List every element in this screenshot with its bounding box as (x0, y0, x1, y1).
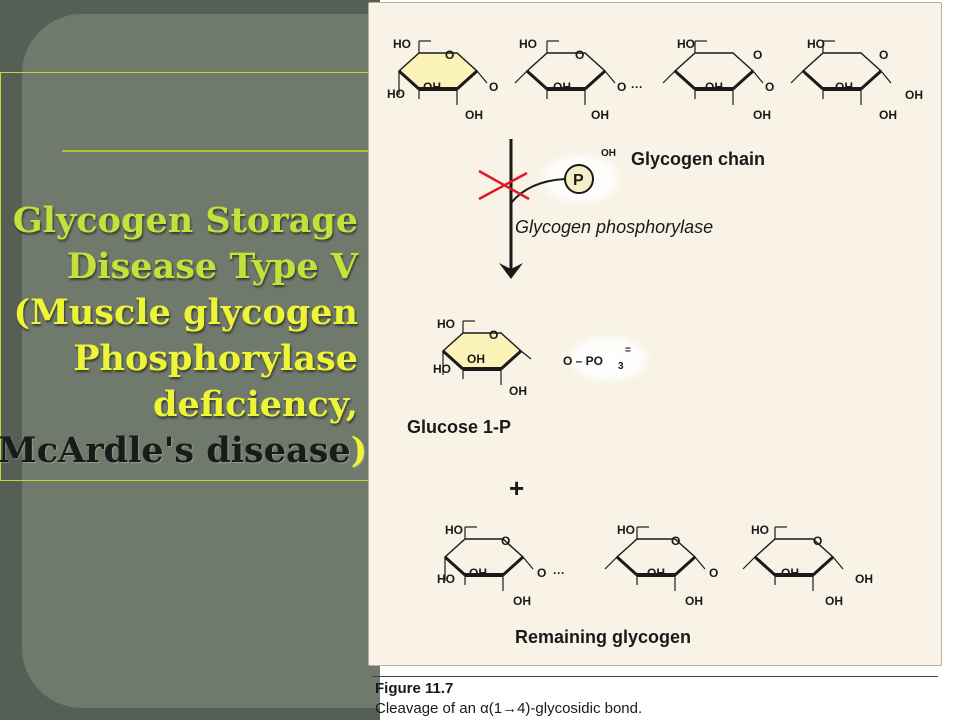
figure-number: Figure 11.7 (375, 680, 454, 697)
reaction-arrow (499, 139, 523, 279)
glycogen-chain-label: Glycogen chain (631, 149, 765, 169)
atom-oh: OH (781, 566, 799, 580)
title-rule (62, 150, 378, 152)
atom-oh: OH (879, 108, 897, 122)
product-label: Glucose 1-P (407, 417, 511, 437)
block-mark (478, 169, 530, 201)
chain-ellipsis: ··· (631, 80, 643, 94)
atom-oh: OH (553, 80, 571, 94)
glucose-1-phosphate: HO O OH HO OH O – PO 3 = (433, 317, 653, 398)
atom-ho: HO (433, 362, 451, 376)
atom-oh: OH (465, 108, 483, 122)
atom-oh: OH (753, 108, 771, 122)
glucose-ring-6 (604, 526, 706, 591)
title-line-4: Phosphorylase (73, 338, 358, 379)
figure-rule (372, 676, 938, 677)
atom-o: O (765, 80, 774, 94)
title-line-1: Glycogen Storage (12, 200, 358, 241)
title-line-2: Disease Type V (66, 246, 358, 287)
atom-o: O (537, 566, 546, 580)
reaction-diagram: HO O OH HO OH O HO O OH OH O ··· (387, 37, 923, 647)
atom-ho: HO (445, 523, 463, 537)
atom-o: O (671, 534, 680, 548)
atom-ho: HO (751, 523, 769, 537)
glucose-ring-product (441, 320, 532, 385)
atom-ho: HO (393, 37, 411, 51)
title-line-6-text: McArdle's disease (0, 430, 351, 471)
remaining-glycogen-chain: HO O OH HO OH O ··· HO O OH OH O (437, 523, 873, 608)
phosphate-oh: OH (601, 148, 616, 159)
phosphate-charge: = (625, 345, 631, 356)
title-line-3: (Muscle glycogen (13, 292, 358, 333)
atom-o: O (813, 534, 822, 548)
atom-ho: HO (617, 523, 635, 537)
phosphate-circle (564, 164, 594, 194)
atom-oh: OH (685, 594, 703, 608)
slide-title: Glycogen Storage Disease Type V (Muscle … (0, 198, 367, 474)
plus-sign: + (509, 473, 524, 503)
atom-ho: HO (437, 572, 455, 586)
atom-o: O (445, 48, 454, 62)
glucose-ring-1 (397, 40, 488, 105)
atom-oh: OH (469, 566, 487, 580)
glucose-ring-3 (662, 40, 764, 105)
atom-oh: OH (825, 594, 843, 608)
atom-oh: OH (705, 80, 723, 94)
slide-panel: Glycogen Storage Disease Type V (Muscle … (0, 0, 380, 720)
figure-panel: HO O OH HO OH O HO O OH OH O ··· (368, 2, 942, 666)
glucose-ring-5 (443, 526, 534, 591)
atom-ho: HO (387, 87, 405, 101)
phosphate-group: O – PO (563, 354, 603, 368)
atom-oh: OH (513, 594, 531, 608)
title-line-5: deficiency, (153, 384, 358, 425)
atom-ho: HO (807, 37, 825, 51)
phosphate-subscript: 3 (618, 361, 624, 372)
atom-o: O (575, 48, 584, 62)
slide-card (22, 14, 380, 708)
remaining-glycogen-label: Remaining glycogen (515, 627, 691, 647)
atom-o: O (501, 534, 510, 548)
chain-ellipsis: ··· (553, 566, 565, 580)
atom-o: O (709, 566, 718, 580)
atom-ho: HO (519, 37, 537, 51)
phosphate-attack: P OH (510, 148, 625, 207)
atom-o: O (879, 48, 888, 62)
atom-oh: OH (591, 108, 609, 122)
atom-oh: OH (647, 566, 665, 580)
atom-ho: HO (437, 317, 455, 331)
atom-oh: OH (905, 88, 923, 102)
figure-caption: Cleavage of an α(1→4)-glycosidic bond. (375, 700, 643, 717)
glucose-ring-4 (790, 40, 892, 105)
glycogen-chain-top: HO O OH HO OH O HO O OH OH O ··· (387, 37, 923, 122)
atom-oh: OH (835, 80, 853, 94)
atom-oh: OH (423, 80, 441, 94)
atom-o: O (617, 80, 626, 94)
atom-oh: OH (855, 572, 873, 586)
title-line-6: McArdle's disease) (0, 428, 367, 474)
atom-oh: OH (467, 352, 485, 366)
phosphate-label: P (573, 172, 584, 189)
atom-o: O (489, 328, 498, 342)
atom-o: O (753, 48, 762, 62)
glucose-ring-7 (742, 526, 844, 591)
enzyme-label: Glycogen phosphorylase (515, 217, 713, 237)
glucose-ring-2 (514, 40, 616, 105)
title-closing-paren: ) (350, 430, 368, 471)
atom-ho: HO (677, 37, 695, 51)
atom-o: O (489, 80, 498, 94)
atom-oh: OH (509, 384, 527, 398)
